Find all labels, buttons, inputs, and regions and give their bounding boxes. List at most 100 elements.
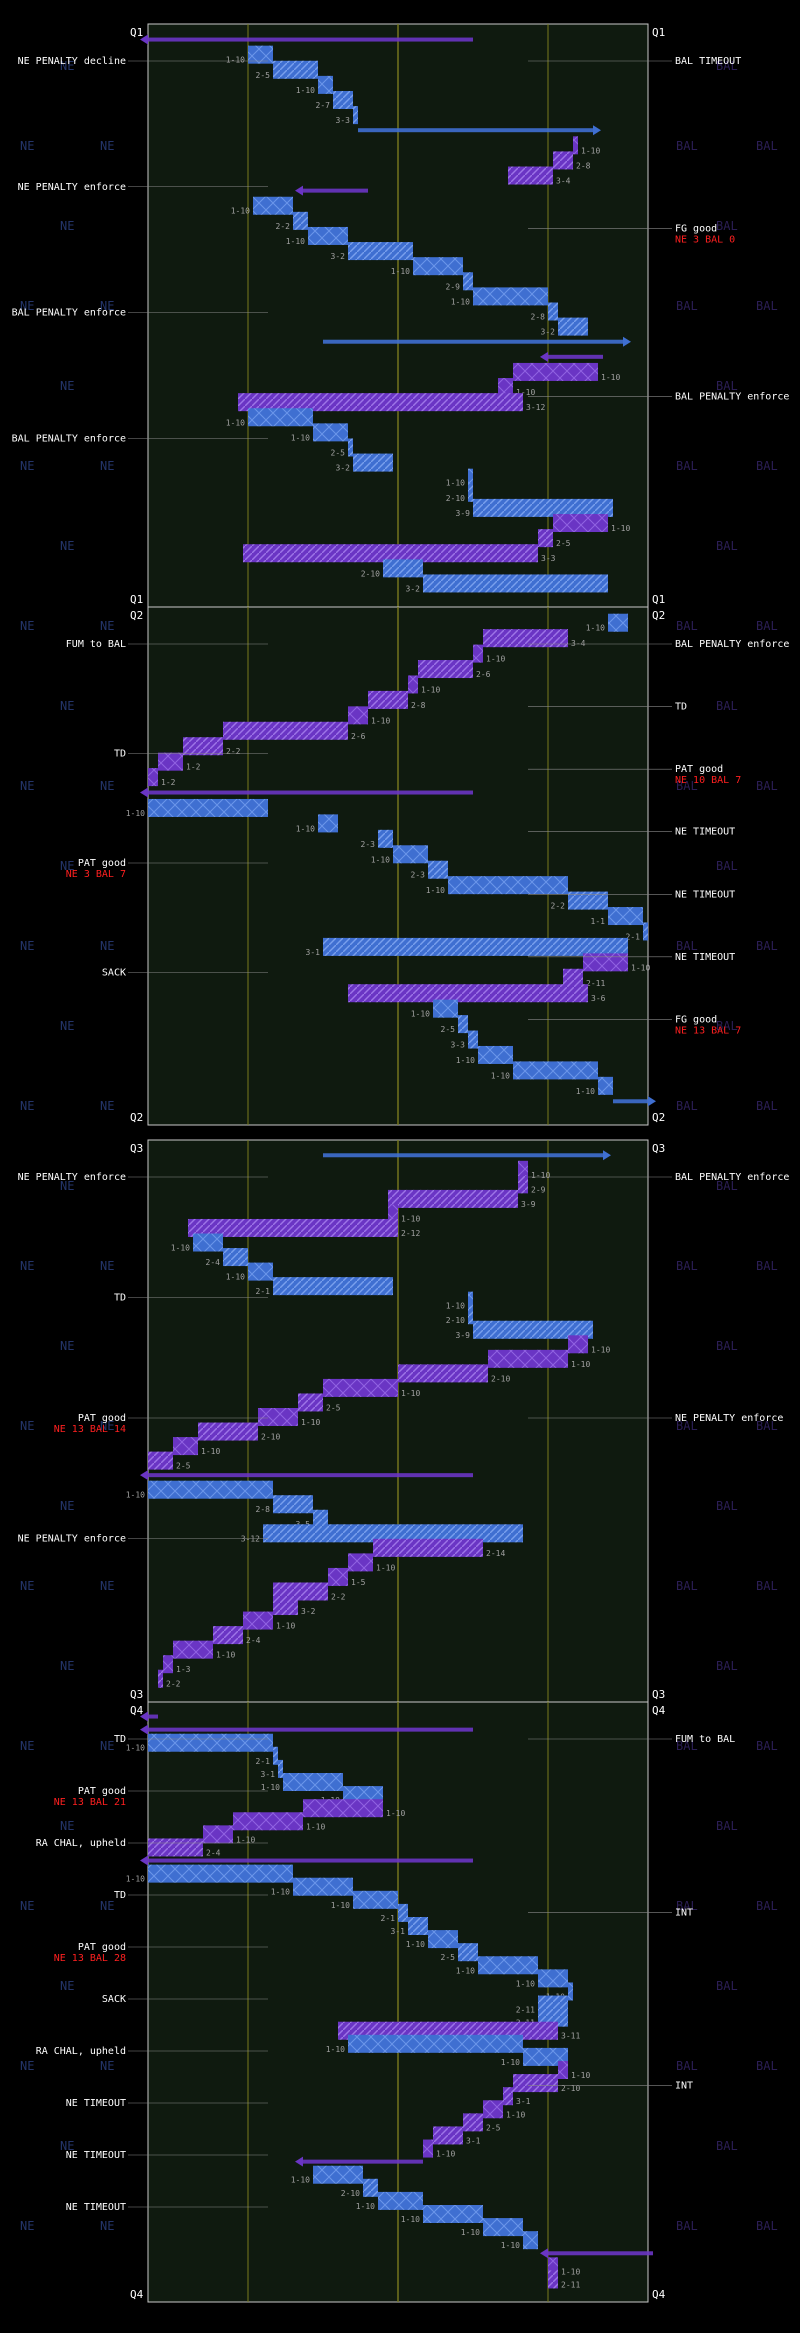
down-distance-label: 2-10 <box>446 494 465 503</box>
play-bar-texture <box>423 574 608 593</box>
play-bar-texture <box>243 1611 273 1630</box>
annotation-text: FUM to BAL <box>675 1734 735 1745</box>
quarter-label: Q2 <box>652 1111 665 1124</box>
play-bar-texture <box>548 2257 558 2276</box>
down-distance-label: 3-2 <box>541 328 556 337</box>
play-bar-texture <box>523 2231 538 2250</box>
down-distance-label: 3-4 <box>556 177 571 186</box>
down-distance-label: 2-14 <box>486 1549 505 1558</box>
bal-watermark: BAL <box>716 59 738 73</box>
play-bar-texture <box>148 1733 273 1752</box>
kick-arrowhead <box>295 2156 303 2167</box>
play-bar-texture <box>463 272 473 291</box>
down-distance-label: 1-10 <box>226 418 245 427</box>
bal-watermark: BAL <box>676 1899 698 1913</box>
down-distance-label: 1-10 <box>401 1389 420 1398</box>
down-distance-label: 1-10 <box>516 1979 535 1988</box>
kick-mark <box>148 37 473 42</box>
bal-watermark: BAL <box>716 1819 738 1833</box>
play-bar-texture <box>573 136 578 155</box>
bal-watermark: BAL <box>676 139 698 153</box>
bal-watermark: BAL <box>716 1659 738 1673</box>
play-bar-texture <box>148 798 268 817</box>
down-distance-label: 1-10 <box>581 146 600 155</box>
play-bar-texture <box>558 2061 568 2079</box>
play-bar-texture <box>328 1567 348 1586</box>
play-bar-texture <box>248 1262 273 1281</box>
play-bar-texture <box>513 362 598 381</box>
bal-watermark: BAL <box>716 539 738 553</box>
ne-watermark: NE <box>20 1419 34 1433</box>
kick-arrowhead <box>648 1096 656 1107</box>
play-bar-texture <box>468 1030 478 1049</box>
score-text: NE 13 BAL 21 <box>54 1797 126 1808</box>
quarter-label: Q1 <box>130 593 143 606</box>
ne-watermark: NE <box>20 2059 34 2073</box>
quarter-label: Q2 <box>130 609 143 622</box>
annotation-text: INT <box>675 2081 693 2092</box>
ne-watermark: NE <box>60 1819 74 1833</box>
down-distance-label: 2-3 <box>411 871 426 880</box>
play-bar-texture <box>193 1233 223 1252</box>
bal-watermark: BAL <box>756 619 778 633</box>
play-bar-texture <box>583 953 628 972</box>
ne-watermark: NE <box>20 299 34 313</box>
ne-watermark: NE <box>20 779 34 793</box>
annotation-text: TD <box>114 749 126 760</box>
play-bar-texture <box>148 1864 293 1883</box>
play-bar-texture <box>273 1582 328 1601</box>
play-bar-texture <box>173 1640 213 1659</box>
play-bar-texture <box>398 1364 488 1383</box>
play-bar-texture <box>448 876 568 895</box>
play-bar-texture <box>563 968 583 987</box>
down-distance-label: 1-10 <box>356 2202 375 2211</box>
annotation-text: RA CHAL, upheld <box>36 2046 126 2057</box>
play-bar-texture <box>408 675 418 694</box>
ne-watermark: NE <box>100 619 114 633</box>
quarter-label: Q3 <box>652 1142 665 1155</box>
play-bar-texture <box>188 1218 398 1237</box>
bal-watermark: BAL <box>676 779 698 793</box>
annotation-text: NE PENALTY decline <box>18 56 126 67</box>
bal-watermark: BAL <box>716 1179 738 1193</box>
play-bar-texture <box>433 999 458 1018</box>
play-bar-texture <box>468 1306 473 1325</box>
down-distance-label: 1-10 <box>486 655 505 664</box>
ne-watermark: NE <box>20 1899 34 1913</box>
play-bar-texture <box>308 226 348 245</box>
down-distance-label: 2-8 <box>411 701 426 710</box>
play-bar-texture <box>273 60 318 79</box>
play-bar-texture <box>263 1524 523 1543</box>
play-bar-texture <box>388 1189 518 1208</box>
down-distance-label: 1-10 <box>216 1651 235 1660</box>
kick-arrowhead <box>593 125 601 136</box>
play-bar-texture <box>313 2165 363 2184</box>
play-bar-texture <box>473 644 483 663</box>
play-bar-texture <box>513 1061 598 1080</box>
down-distance-label: 3-9 <box>456 509 471 518</box>
ne-watermark: NE <box>60 1499 74 1513</box>
down-distance-label: 1-10 <box>296 824 315 833</box>
score-text: NE 13 BAL 28 <box>54 1953 126 1964</box>
down-distance-label: 2-8 <box>256 1505 271 1514</box>
down-distance-label: 2-1 <box>381 1914 396 1923</box>
play-bar-texture <box>293 211 308 230</box>
play-bar-texture <box>298 1393 323 1412</box>
bal-watermark: BAL <box>756 779 778 793</box>
down-distance-label: 2-5 <box>331 448 346 457</box>
play-bar-texture <box>223 721 348 740</box>
annotation-text: NE PENALTY enforce <box>675 1413 783 1424</box>
bal-watermark: BAL <box>756 1739 778 1753</box>
play-bar-texture <box>568 891 608 910</box>
play-bar-texture <box>458 1015 468 1034</box>
ne-watermark: NE <box>20 1739 34 1753</box>
bal-watermark: BAL <box>756 1419 778 1433</box>
play-bar-texture <box>503 2087 513 2106</box>
play-bar-texture <box>473 287 548 306</box>
down-distance-label: 3-9 <box>521 1200 536 1209</box>
play-bar-texture <box>378 2191 423 2210</box>
down-distance-label: 2-2 <box>551 902 566 911</box>
annotation-text: NE TIMEOUT <box>675 952 735 963</box>
play-bar-texture <box>483 2218 523 2237</box>
